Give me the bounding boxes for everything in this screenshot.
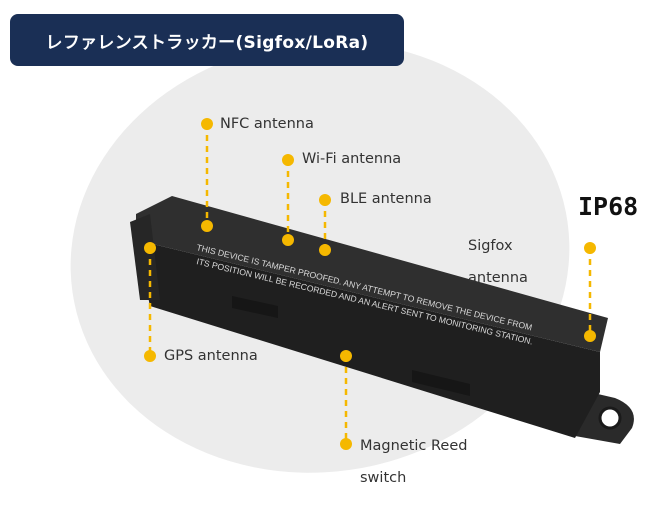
magnetic-reed-switch-label: Magnetic Reed switch [360,430,500,494]
nfc-anchor-marker [201,220,213,232]
ble-anchor-marker [319,244,331,256]
nfc-antenna-label: NFC antenna [220,116,314,132]
ble-marker [319,194,331,206]
device-illustration: THIS DEVICE IS TAMPER PROOFED. ANY ATTEM… [130,118,634,450]
sigfox-marker [584,242,596,254]
title-banner: レファレンストラッカー(Sigfox/LoRa) [10,14,404,66]
ble-antenna-label: BLE antenna [340,191,432,207]
sigfox-anchor-marker [584,330,596,342]
device-slot [412,370,470,396]
ip68-label: IP68 [578,192,639,221]
device-slot [232,296,278,318]
page-title: レファレンストラッカー(Sigfox/LoRa) [45,32,369,53]
gps-marker [144,242,156,254]
device-left-end [130,214,160,300]
reed-marker [340,350,352,362]
mounting-hole [598,406,622,430]
sigfox-antenna-label-line2: antenna [468,270,528,286]
reed-anchor-marker [340,438,352,450]
wifi-anchor-marker [282,234,294,246]
wifi-marker [282,154,294,166]
gps-antenna-label: GPS antenna [164,348,258,364]
wifi-antenna-label: Wi-Fi antenna [302,151,402,167]
nfc-marker [201,118,213,130]
gps-anchor-marker [144,350,156,362]
reed-label-line1: Magnetic Reed [360,438,468,454]
device-top [136,196,608,352]
device-side [136,240,600,438]
sigfox-antenna-label-line1: Sigfox [468,238,513,254]
reed-label-line2: switch [360,470,407,486]
sigfox-antenna-label: Sigfox antenna [468,230,548,294]
